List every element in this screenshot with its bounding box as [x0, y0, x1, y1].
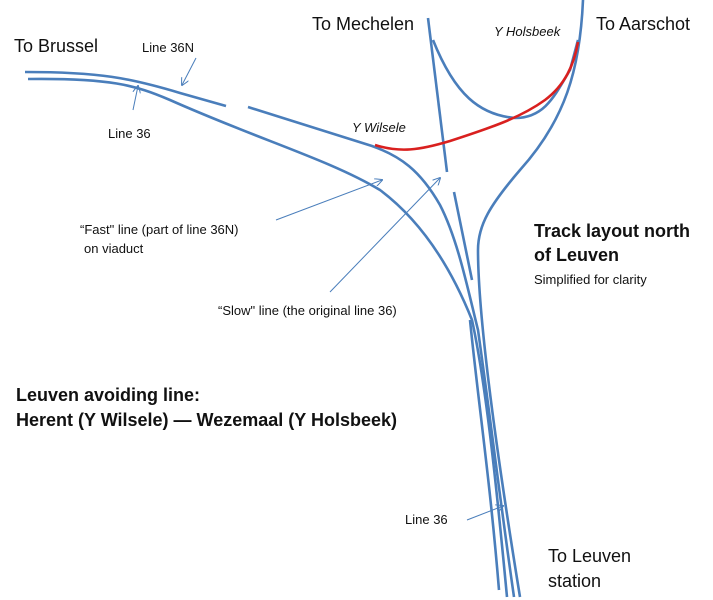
diagram-title-line2: of Leuven	[534, 245, 620, 265]
label-fast-line: “Fast" line (part of line 36N)	[80, 222, 239, 237]
caption-line2: Herent (Y Wilsele) — Wezemaal (Y Holsbee…	[16, 410, 397, 430]
track-line-36-slow	[27, 77, 509, 598]
arrow-fast-line	[275, 180, 382, 221]
track-line-36n-west	[24, 70, 227, 108]
diagram-title-line1: Track layout north	[534, 221, 691, 241]
label-slow-line: “Slow" line (the original line 36)	[218, 303, 397, 318]
label-line-36-top: Line 36	[108, 126, 151, 141]
caption-line1: Leuven avoiding line:	[16, 385, 201, 405]
label-to-mechelen: To Mechelen	[312, 14, 415, 34]
arrow-line-36-top	[132, 86, 138, 111]
label-line-36-bottom: Line 36	[405, 512, 448, 527]
diagram-subtitle: Simplified for clarity	[534, 272, 647, 287]
arrow-line-36n	[182, 57, 197, 85]
avoiding-line-red	[374, 41, 580, 151]
track-mechelen-lower	[452, 191, 474, 281]
label-leuven-station: station	[548, 571, 602, 591]
label-y-holsbeek: Y Holsbeek	[494, 24, 561, 39]
track-mechelen-south	[468, 319, 501, 591]
label-fast-line-viaduct: on viaduct	[84, 241, 144, 256]
label-y-wilsele: Y Wilsele	[352, 120, 406, 135]
track-mechelen-upper	[426, 17, 449, 173]
arrow-slow-line	[329, 178, 440, 293]
label-to-aarschot: To Aarschot	[596, 14, 691, 34]
track-aarschot	[476, 0, 585, 598]
track-line-36n-fast	[247, 105, 516, 598]
label-line-36n: Line 36N	[142, 40, 195, 55]
label-to-brussel: To Brussel	[14, 36, 99, 56]
label-to-leuven: To Leuven	[548, 546, 632, 566]
arrow-line-36-bottom	[466, 506, 503, 521]
track-holsbeek-curve	[431, 39, 580, 120]
